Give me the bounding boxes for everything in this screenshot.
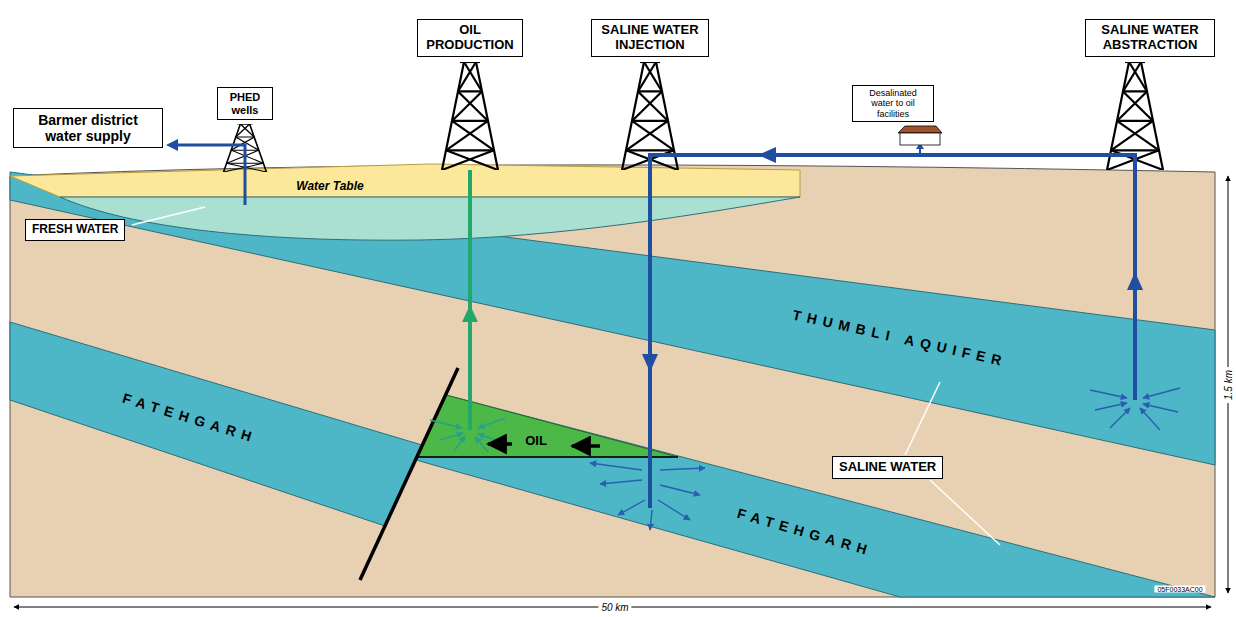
box-text: SALINE WATER	[839, 460, 936, 475]
oil-label: OIL	[525, 433, 547, 448]
water-table-label: Water Table	[296, 179, 363, 193]
box-text: Desalinated water to oil facilities	[857, 88, 929, 119]
well-label-box: SALINE WATER INJECTION	[591, 19, 709, 57]
facility-box: Desalinated water to oil facilities	[852, 85, 934, 122]
scale-bars	[14, 176, 1228, 607]
box-text: OIL PRODUCTION	[424, 23, 516, 53]
pipes	[166, 126, 1143, 508]
box-text: SALINE WATER INJECTION	[598, 23, 702, 53]
box-text: PHED wells	[224, 91, 266, 116]
well-label-box: SALINE WATER ABSTRACTION	[1085, 19, 1215, 57]
box-text: FRESH WATER	[32, 223, 118, 237]
scale-label: 1.5 km	[1223, 367, 1234, 403]
box-text: SALINE WATER ABSTRACTION	[1092, 23, 1208, 53]
well-label-box: OIL PRODUCTION	[417, 19, 523, 57]
well-label-box: PHED wells	[217, 87, 273, 120]
flow-arrows	[430, 388, 1180, 530]
supply-box: Barmer district water supply	[13, 108, 163, 148]
callout-box: FRESH WATER	[25, 219, 125, 241]
callout-box: SALINE WATER	[832, 456, 943, 479]
box-text: Barmer district water supply	[20, 112, 156, 144]
drawing-code: 05F0033AC00	[1154, 586, 1205, 593]
leader-lines	[132, 207, 1000, 545]
scale-label: 50 km	[598, 602, 631, 613]
geology	[10, 164, 1215, 597]
